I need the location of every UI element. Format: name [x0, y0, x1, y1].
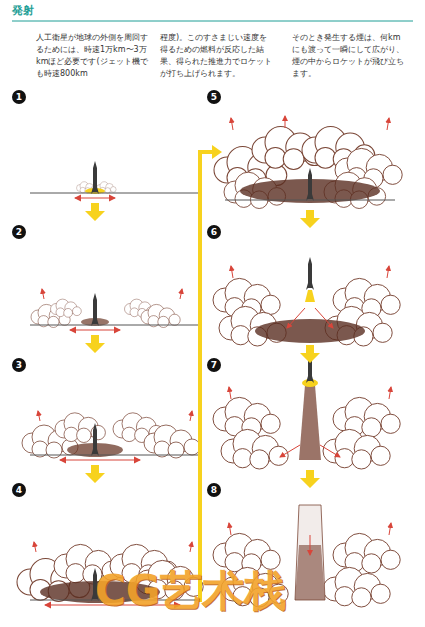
step-number: 6: [207, 225, 221, 239]
body-text: 人工衛星が地球の外側を周回するためには、時速1万km〜3万kmほど必要です(ジェ…: [36, 32, 148, 80]
step-number: 5: [207, 90, 221, 104]
step-number: 7: [207, 358, 221, 372]
step-number: 1: [12, 90, 26, 104]
body-text: 程度)。このすさまじい速度を得るための燃料が反応した結果、得られた推進力でロケッ…: [160, 32, 272, 80]
step-number: 8: [207, 483, 221, 497]
step-number: 3: [12, 358, 26, 372]
watermark: CG艺术栈: [95, 566, 286, 616]
body-text: そのとき発生する煙は、何kmにも渡って一瞬にして広がり、煙の中からロケットが飛び…: [292, 32, 404, 80]
page-title: 発射: [12, 4, 34, 18]
step-number: 2: [12, 225, 26, 239]
step-number: 4: [12, 483, 26, 497]
